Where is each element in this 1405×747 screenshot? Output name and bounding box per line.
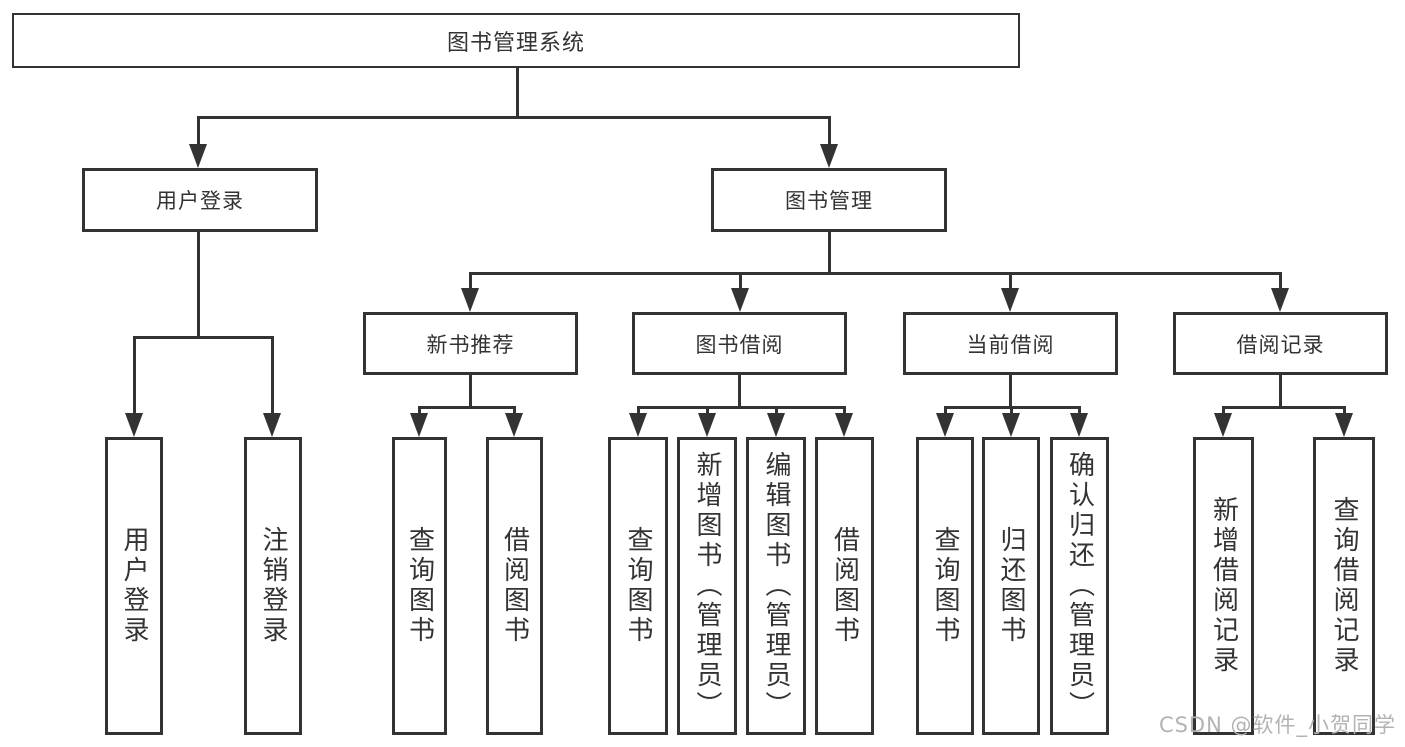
connector-bookmgmt-hbar — [469, 272, 1282, 275]
node-label: 图书管理系统 — [446, 30, 585, 56]
node-library-management-system: 图书管理系统 — [12, 13, 1020, 68]
connector-drop-br1 — [1222, 406, 1225, 414]
node-new-book-recommend: 新书推荐 — [363, 312, 578, 375]
node-label: 查询图书 — [404, 526, 435, 646]
node-label: 借阅图书 — [499, 526, 530, 646]
node-book-management: 图书管理 — [711, 168, 947, 232]
node-current-borrow: 当前借阅 — [903, 312, 1118, 375]
node-leaf-user-login: 用户登录 — [105, 437, 163, 735]
connector-currentborrow-stub — [1009, 375, 1012, 406]
node-label: 借阅图书 — [829, 526, 860, 646]
connector-drop-cb2 — [1010, 406, 1013, 414]
arrow-nb1 — [410, 413, 428, 437]
node-label: 查询图书 — [623, 526, 653, 646]
connector-drop-logout-leaf — [271, 336, 274, 414]
node-leaf-logout: 注销登录 — [244, 437, 302, 735]
connector-drop-user-login — [197, 116, 200, 145]
node-leaf-add-borrow-record: 新增借阅记录 — [1193, 437, 1254, 735]
arrow-user-login — [189, 144, 207, 168]
node-label: 新书推荐 — [426, 332, 515, 357]
connector-newbook-stub — [469, 375, 472, 406]
node-leaf-borrow-books: 借阅图书 — [815, 437, 874, 735]
arrow-br2 — [1335, 413, 1353, 437]
arrow-br1 — [1214, 413, 1232, 437]
node-leaf-query-borrow-record: 查询借阅记录 — [1313, 437, 1375, 735]
node-book-borrow: 图书借阅 — [632, 312, 847, 375]
connector-drop-cb3 — [1078, 406, 1081, 414]
node-label: 注销登录 — [258, 526, 288, 646]
node-label: 用户登录 — [156, 189, 244, 213]
node-leaf-confirm-return-admin: 确认归还（管理员） — [1050, 437, 1109, 735]
connector-drop-bb3 — [775, 406, 778, 414]
connector-drop-nb1 — [418, 406, 421, 414]
connector-drop-bb4 — [843, 406, 846, 414]
arrow-cb1 — [936, 413, 954, 437]
arrow-bb2 — [698, 413, 716, 437]
arrow-cb2 — [1002, 413, 1020, 437]
connector-userlogin-hbar — [133, 336, 274, 339]
connector-drop-borrow-record — [1279, 272, 1282, 289]
arrow-new-book — [461, 288, 479, 312]
connector-bookborrow-hbar — [637, 406, 846, 409]
connector-drop-nb2 — [513, 406, 516, 414]
connector-drop-book-borrow — [739, 272, 742, 289]
csdn-watermark: CSDN @软件_小贺同学 — [1158, 713, 1396, 737]
connector-userlogin-stub — [197, 232, 200, 336]
node-label: 图书借阅 — [695, 332, 784, 357]
node-label: 编辑图书（管理员） — [761, 451, 791, 721]
node-leaf-add-books-admin: 新增图书（管理员） — [677, 437, 737, 735]
arrow-book-mgmt — [820, 144, 838, 168]
node-label: 归还图书 — [996, 526, 1026, 646]
node-label: 查询图书 — [930, 526, 960, 646]
connector-newbook-hbar — [418, 406, 516, 409]
connector-drop-cb1 — [944, 406, 947, 414]
node-label: 新增图书（管理员） — [692, 451, 722, 721]
node-leaf-query-books-current: 查询图书 — [916, 437, 974, 735]
node-label: 新增借阅记录 — [1208, 496, 1239, 676]
node-leaf-borrow-books-rec: 借阅图书 — [486, 437, 543, 735]
node-label: 查询借阅记录 — [1329, 496, 1359, 676]
arrow-cb3 — [1070, 413, 1088, 437]
node-label: 图书管理 — [785, 189, 873, 213]
node-leaf-query-books-rec: 查询图书 — [392, 437, 447, 735]
arrow-nb2 — [505, 413, 523, 437]
arrow-bb3 — [767, 413, 785, 437]
connector-drop-br2 — [1343, 406, 1346, 414]
node-leaf-query-books-borrow: 查询图书 — [608, 437, 668, 735]
connector-bookborrow-stub — [738, 375, 741, 406]
arrow-bb4 — [835, 413, 853, 437]
arrow-borrow-record — [1271, 288, 1289, 312]
connector-drop-new-book — [469, 272, 472, 289]
connector-drop-bb2 — [706, 406, 709, 414]
connector-drop-book-mgmt — [828, 116, 831, 145]
connector-borrowrecord-stub — [1279, 375, 1282, 406]
node-label: 当前借阅 — [966, 332, 1055, 357]
arrow-current-borrow — [1001, 288, 1019, 312]
node-label: 确认归还（管理员） — [1064, 451, 1095, 721]
connector-borrowrecord-hbar — [1222, 406, 1345, 409]
node-label: 用户登录 — [119, 526, 149, 646]
node-leaf-return-books: 归还图书 — [982, 437, 1040, 735]
arrow-logout-leaf — [263, 413, 281, 437]
connector-drop-current-borrow — [1009, 272, 1012, 289]
connector-drop-bb1 — [637, 406, 640, 414]
node-label: 借阅记录 — [1236, 332, 1325, 357]
arrow-login-leaf — [125, 413, 143, 437]
arrow-book-borrow — [731, 288, 749, 312]
connector-root-hbar — [197, 116, 831, 119]
node-user-login: 用户登录 — [82, 168, 318, 232]
connector-drop-login-leaf — [133, 336, 136, 414]
connector-root-stub — [516, 68, 519, 116]
arrow-bb1 — [629, 413, 647, 437]
connector-bookmgmt-stub — [828, 232, 831, 272]
node-borrow-record: 借阅记录 — [1173, 312, 1388, 375]
node-leaf-edit-books-admin: 编辑图书（管理员） — [746, 437, 806, 735]
